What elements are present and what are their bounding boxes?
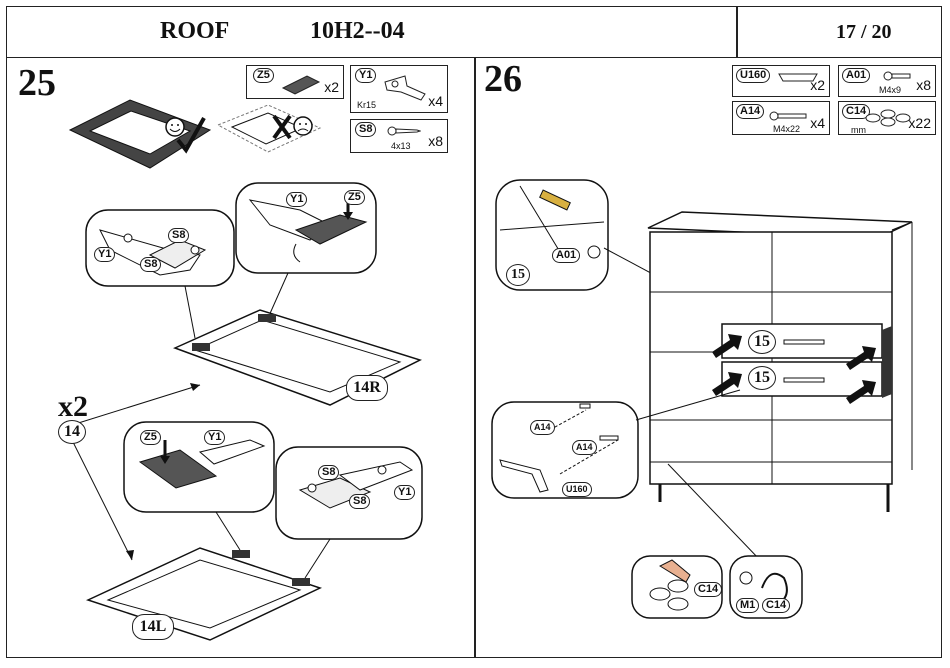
model-code: 10H2--04	[310, 18, 405, 44]
arrow-to-14R	[71, 384, 201, 426]
push-arrow	[712, 334, 742, 358]
part-code: S8	[355, 122, 377, 137]
part-code: A01	[842, 68, 871, 83]
part-code: Z5	[253, 68, 274, 83]
part-c14-box: C14 mm x22	[838, 101, 936, 135]
push-arrow	[846, 346, 876, 370]
part-code: C14	[842, 104, 871, 119]
cross-icon	[272, 114, 292, 140]
drawer-label-15: 15	[748, 366, 776, 390]
part-qty: x2	[324, 79, 339, 95]
connector-plate-icon	[281, 75, 321, 95]
m1-icon	[739, 571, 753, 585]
callout-m1: M1	[736, 598, 760, 613]
panel-label-14L: 14L	[132, 614, 174, 640]
callout-y1: Y1	[94, 247, 116, 262]
callout-s8: S8	[349, 494, 371, 509]
column-divider	[474, 58, 476, 658]
part-code: U160	[736, 68, 771, 83]
callout-a14: A14	[530, 420, 555, 435]
callout-y1: Y1	[394, 485, 416, 500]
detail-bubble-drill	[495, 179, 609, 291]
part-qty: x8	[916, 77, 931, 93]
drawer-label-15: 15	[748, 330, 776, 354]
callout-z5: Z5	[140, 430, 161, 445]
sad-face-icon	[293, 116, 313, 136]
header-divider	[736, 6, 738, 58]
callout-s8: S8	[140, 257, 162, 272]
part-qty: x4	[810, 115, 825, 131]
part-qty: x4	[428, 93, 443, 109]
part-y1-box: Y1 Kr15 x4	[350, 65, 448, 113]
callout-y1: Y1	[204, 430, 226, 445]
multiplier: x2	[58, 390, 88, 423]
callout-c14: C14	[694, 582, 723, 597]
arrow-to-14L	[71, 439, 133, 561]
step-25-number: 25	[18, 62, 56, 104]
part-spec: Kr15	[357, 100, 377, 110]
part-spec: M4x9	[879, 85, 902, 95]
bolt-icon	[769, 111, 807, 121]
ref-15: 15	[506, 264, 530, 286]
step-26-number: 26	[484, 58, 522, 100]
callout-c14: C14	[762, 598, 791, 613]
callout-a14: A14	[572, 440, 597, 455]
smiley-icon	[165, 117, 185, 137]
callout-s8: S8	[168, 228, 190, 243]
part-a14-box: A14 M4x22 x4	[732, 101, 830, 135]
callout-s8: S8	[318, 465, 340, 480]
part-qty: x2	[810, 77, 825, 93]
handle-icon	[778, 73, 818, 82]
felt-pad-icon	[865, 109, 911, 127]
callout-u160: U160	[562, 482, 592, 497]
screwdriver-icon	[539, 189, 571, 211]
push-arrow	[846, 380, 876, 404]
part-u160-box: U160 x2	[732, 65, 830, 97]
callout-y1: Y1	[286, 192, 308, 207]
callout-z5: Z5	[344, 190, 365, 205]
callout-a01: A01	[552, 248, 581, 263]
detail-bubble-handle	[491, 401, 639, 499]
part-spec: M4x22	[773, 124, 801, 134]
screw-icon	[883, 71, 911, 81]
panel-label-14R: 14R	[346, 375, 388, 401]
part-code: A14	[736, 104, 765, 119]
page-number: 17 / 20	[836, 21, 892, 43]
hand-icon	[658, 559, 691, 583]
part-a01-box: A01 M4x9 x8	[838, 65, 936, 97]
screw-icon	[387, 126, 421, 136]
header-bar	[6, 6, 942, 58]
part-spec: 4x13	[391, 141, 411, 151]
panel-ref-14: 14	[58, 420, 86, 444]
part-z5-box: Z5 x2	[246, 65, 344, 99]
check-icon	[176, 117, 206, 154]
part-qty: x8	[428, 133, 443, 149]
part-qty: x22	[908, 115, 931, 131]
model-name: ROOF	[160, 18, 230, 44]
rug-surface-good	[68, 99, 212, 169]
part-s8-box: S8 4x13 x8	[350, 119, 448, 153]
part-code: Y1	[355, 68, 377, 83]
push-arrow	[712, 372, 742, 396]
part-spec: mm	[851, 125, 866, 135]
hinge-icon	[384, 75, 426, 101]
